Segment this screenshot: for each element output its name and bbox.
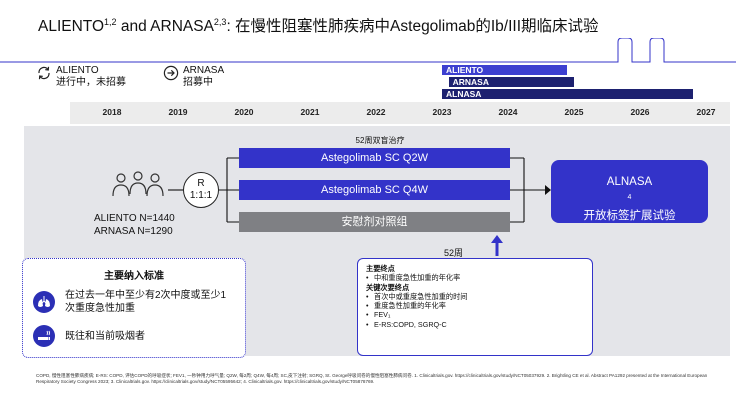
extension-name: ALNASA bbox=[606, 176, 653, 188]
year-label: 2022 bbox=[366, 107, 386, 117]
year-label: 2025 bbox=[564, 107, 584, 117]
refresh-icon bbox=[38, 66, 50, 80]
secondary-endpoint-heading: 关键次要终点 bbox=[366, 282, 410, 292]
endpoint-item: 首次中或重度急性加重的时间 bbox=[366, 292, 584, 302]
year-label: 2024 bbox=[498, 107, 518, 117]
extension-desc: 开放标签扩展试验 bbox=[583, 209, 676, 222]
year-label: 2027 bbox=[696, 107, 716, 117]
criteria-item: 在过去一年中至少有2次中度或至少1次重度急性加重 bbox=[33, 289, 233, 315]
legend-arnasa-name: ARNASA bbox=[183, 65, 225, 76]
arm-q4w: Astegolimab SC Q4W bbox=[239, 180, 510, 200]
inclusion-criteria-box: 主要纳入标准 在过去一年中至少有2次中度或至少1次重度急性加重 既往和当前吸烟者 bbox=[22, 258, 246, 358]
endpoints-box: 主要终点 中和重度急性加重的年化率 关键次要终点 首次中或重度急性加重的时间 重… bbox=[357, 258, 593, 356]
legend-arnasa-status: 招募中 bbox=[183, 76, 213, 88]
legend-aliento: ALIENTO 进行中，未招募 bbox=[36, 65, 126, 88]
treatment-period-label: 52周双盲治疗 bbox=[355, 136, 405, 145]
inclusion-heading: 主要纳入标准 bbox=[104, 271, 164, 282]
primary-endpoint-heading: 主要终点 bbox=[366, 264, 395, 273]
arm-placebo: 安慰剂对照组 bbox=[239, 212, 510, 232]
year-label: 2018 bbox=[102, 107, 122, 117]
patients-icon bbox=[112, 171, 164, 197]
legend-aliento-status: 进行中，未招募 bbox=[56, 76, 126, 88]
week-marker: 52周 bbox=[444, 248, 464, 258]
randomization-circle: R 1:1:1 bbox=[183, 172, 219, 208]
year-label: 2021 bbox=[300, 107, 320, 117]
endpoint-item: E-RS:COPD, SGRQ-C bbox=[366, 320, 584, 330]
timeline-bar-aliento: ALIENTO bbox=[442, 65, 568, 75]
year-axis: 2018 2019 2020 2021 2022 2023 2024 2025 … bbox=[70, 102, 730, 124]
enrollment-counts: ALIENTO N=1440 ARNASA N=1290 bbox=[94, 213, 175, 238]
arm-q2w: Astegolimab SC Q2W bbox=[239, 148, 510, 168]
endpoint-item: FEV₁ bbox=[366, 310, 584, 320]
aliento-count: ALIENTO N=1440 bbox=[94, 213, 175, 224]
year-label: 2023 bbox=[432, 107, 452, 117]
footnote: COPD, 慢性阻塞性肺病疾病; E-RS: COPD, 评估COPD的呼吸症状… bbox=[36, 373, 708, 385]
arrow-circle-icon bbox=[163, 65, 179, 81]
criteria-item: 既往和当前吸烟者 bbox=[33, 325, 233, 347]
timeline-bar-alnasa: ALNASA bbox=[442, 89, 693, 99]
year-label: 2019 bbox=[168, 107, 188, 117]
timeline-bar-arnasa: ARNASA bbox=[448, 77, 574, 87]
lungs-icon bbox=[33, 291, 55, 313]
year-label: 2026 bbox=[630, 107, 650, 117]
legend-aliento-name: ALIENTO bbox=[56, 65, 99, 76]
endpoint-item: 重度急性加重的年化率 bbox=[366, 301, 584, 311]
criteria-text: 在过去一年中至少有2次中度或至少1次重度急性加重 bbox=[65, 290, 227, 314]
endpoint-item: 中和重度急性加重的年化率 bbox=[366, 273, 584, 283]
legend-arnasa: ARNASA 招募中 bbox=[163, 65, 224, 88]
decorative-line bbox=[0, 38, 736, 63]
cigarette-icon bbox=[33, 325, 55, 347]
criteria-text: 既往和当前吸烟者 bbox=[65, 330, 145, 342]
page-title: ALIENTO1,2 and ARNASA2,3: 在慢性阻塞性肺疾病中Aste… bbox=[38, 16, 599, 35]
year-label: 2020 bbox=[234, 107, 254, 117]
arnasa-count: ARNASA N=1290 bbox=[94, 225, 173, 237]
